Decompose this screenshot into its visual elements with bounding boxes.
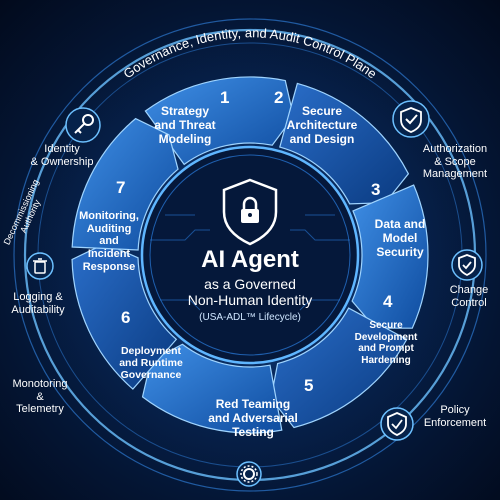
phase-7-line1: Monitoring, — [79, 210, 139, 222]
center-core — [140, 145, 360, 365]
control-6-line1: Logging & — [13, 291, 63, 303]
phase-2-number: 2 — [274, 88, 284, 107]
phase-4-line1: Secure — [369, 320, 403, 331]
trash-icon — [26, 252, 54, 280]
center-subtitle-line1: as a Governed — [204, 276, 296, 292]
control-logging-auditability: Logging & Auditability — [2, 291, 74, 316]
circuit-lines — [150, 214, 350, 311]
phase-2-segment — [279, 82, 410, 205]
control-7-line2: & — [36, 390, 44, 403]
shield-lock-icon — [222, 178, 278, 246]
checkmark-shield-icon — [392, 100, 430, 138]
phase-3-label: Data and Model Security — [358, 217, 442, 259]
phase-7-label: Monitoring, Auditing and Incident Respon… — [64, 210, 154, 273]
control-7-line3: Telemetry — [16, 403, 64, 416]
control-6-line2: Auditability — [11, 303, 65, 316]
phase-5-segment — [141, 343, 283, 434]
control-4-line2: Enforcement — [423, 416, 487, 429]
control-identity-ownership: Identity & Ownership — [16, 143, 108, 168]
phase-7-number: 7 — [116, 178, 126, 197]
phase-1-segment — [144, 76, 295, 166]
phase-6-label: Deployment and Runtime Governance — [96, 345, 206, 381]
phase-4-label: Secure Development and Prompt Hardening — [344, 320, 428, 366]
control-2-line2: & Scope — [434, 155, 476, 168]
control-change-control: Change Control — [440, 284, 498, 309]
phase-7-line2: Auditing — [86, 222, 132, 235]
control-1-line1: Identity — [44, 143, 80, 155]
center-subtitle-line2: Non-Human Identity — [187, 292, 313, 308]
phase-5-number: 5 — [304, 376, 314, 395]
phase-2-line1: Secure — [301, 104, 343, 118]
phase-5-line1: Red Teaming — [215, 397, 291, 411]
phase-6-line1: Deployment — [120, 345, 182, 357]
gear-icon — [236, 461, 262, 487]
phase-2-line2: Architecture — [286, 117, 358, 132]
phase-7-line4: Incident — [87, 247, 131, 260]
key-icon — [65, 107, 101, 143]
phase-4-line4: Hardening — [361, 354, 411, 366]
phase-2-line3: and Design — [289, 131, 355, 146]
center-caption: (USA-ADL™ Lifecycle) — [199, 312, 301, 323]
phase-6-line2: and Runtime — [119, 357, 183, 370]
phase-5-line2: and Adversarial — [208, 410, 298, 425]
control-authorization-scope: Authorization & Scope Management — [412, 143, 498, 181]
lifecycle-segments — [71, 76, 429, 434]
phase-3-number: 3 — [371, 180, 381, 199]
phase-1-number: 1 — [220, 88, 230, 107]
phase-3-line2: Model — [382, 230, 418, 245]
phase-7-segment — [71, 117, 179, 251]
control-1-line2: & Ownership — [30, 155, 94, 168]
phase-2-label: Secure Architecture and Design — [272, 104, 372, 146]
phase-4-number: 4 — [383, 292, 393, 311]
center-title: AI Agent — [201, 246, 299, 273]
control-2-line1: Authorization — [422, 143, 488, 155]
phase-1-label: Strategy and Threat Modeling — [135, 104, 235, 146]
center-core-inner-ring — [149, 154, 351, 356]
control-7-line1: Monotoring — [12, 378, 68, 390]
phase-4-segment — [270, 307, 408, 429]
phase-5-label: Red Teaming and Adversarial Testing — [198, 397, 308, 439]
phase-1-line2: and Threat — [154, 117, 216, 132]
phase-6-line3: Governance — [120, 369, 182, 382]
outer-ring — [13, 18, 487, 492]
phase-4-line3: and Prompt — [358, 343, 414, 354]
shield-check-icon — [451, 249, 483, 281]
phase-6-segment — [71, 242, 178, 390]
control-4-line1: Policy — [440, 404, 470, 416]
phase-1-line3: Modeling — [158, 131, 212, 146]
phase-4-line2: Development — [354, 331, 418, 343]
control-policy-enforcement: Policy Enforcement — [412, 404, 498, 429]
phase-7-line3: and — [99, 235, 119, 248]
phase-3-line1: Data and — [374, 217, 426, 231]
phase-5-line3: Testing — [232, 424, 274, 439]
control-monitoring-telemetry: Monotoring & Telemetry — [0, 378, 80, 416]
phase-3-segment — [351, 184, 429, 329]
phase-6-number: 6 — [121, 308, 131, 327]
phase-1-line1: Strategy — [160, 104, 210, 118]
control-3-line2: Control — [451, 296, 487, 309]
phase-3-line3: Security — [376, 244, 424, 259]
control-2-line3: Management — [422, 168, 488, 181]
phase-7-line5: Response — [82, 260, 136, 273]
control-3-line1: Change — [449, 284, 489, 296]
shield-check-icon — [380, 407, 414, 441]
